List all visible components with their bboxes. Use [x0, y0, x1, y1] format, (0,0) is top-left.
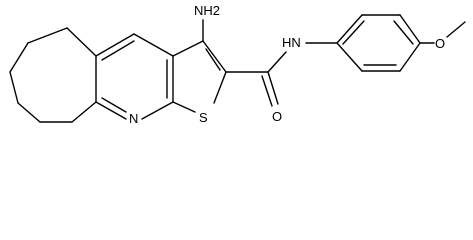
pyridine-nitrogen-label: N	[129, 111, 138, 126]
cyclooctane-ring	[9, 27, 97, 123]
pyridine-ring	[95, 33, 174, 120]
thiophene-ring	[172, 40, 227, 113]
carbonyl-oxygen-label: O	[272, 109, 282, 124]
amide-group	[225, 42, 338, 107]
amide-nh-label: HN	[282, 35, 301, 50]
amine-label: NH2	[194, 3, 220, 18]
thiophene-sulfur-label: S	[199, 110, 208, 125]
methoxy-oxygen-label: O	[435, 36, 445, 51]
methoxyphenyl-ring	[336, 14, 466, 72]
molecule-structure: NH2 HN O N S O	[9, 3, 466, 126]
